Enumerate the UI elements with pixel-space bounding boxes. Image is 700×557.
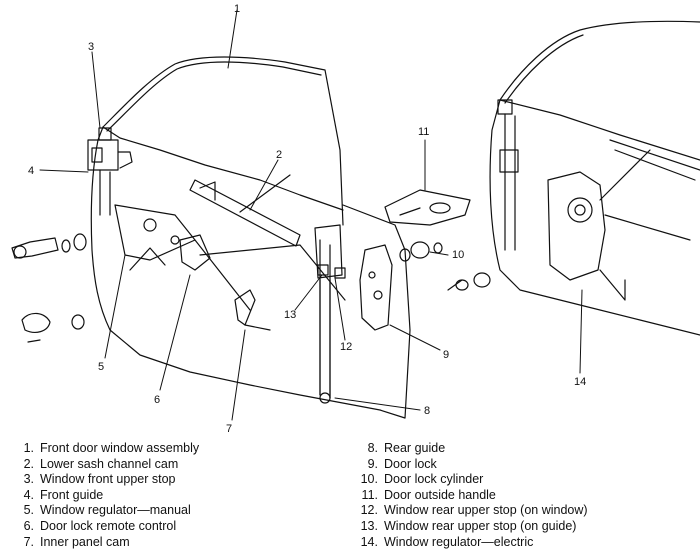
- legend-item: 8.Rear guide: [367, 441, 446, 455]
- window-rear-upper-stops: [317, 264, 346, 279]
- callout-5: 5: [98, 361, 104, 373]
- callout-14: 14: [574, 376, 586, 388]
- front-guide: [87, 139, 133, 216]
- rear-door-window-glass: [499, 20, 700, 161]
- callout-13: 13: [284, 309, 296, 321]
- callout-2: 2: [276, 149, 282, 161]
- callout-8: 8: [424, 405, 430, 417]
- window-crank-handle: [11, 233, 87, 259]
- rear-door-inner-panel: [489, 99, 700, 336]
- rear-guide: [314, 224, 343, 404]
- callout-7: 7: [226, 423, 232, 435]
- legend-item: 4.Front guide: [23, 487, 104, 502]
- door-lock-cylinder: [399, 241, 443, 262]
- callout-12: 12: [340, 341, 352, 353]
- window-regulator-electric: [547, 139, 700, 301]
- callout-numbers: 1 2 3 4 5 6 7 8 9 10 11 12 13 14: [28, 3, 586, 435]
- front-door-window-glass: [102, 56, 344, 226]
- legend-left-column: 1.Front door window assembly 2.Lower sas…: [14, 441, 344, 550]
- legend-right-column: 8.Rear guide 9.Door lock 10.Door lock cy…: [358, 441, 688, 550]
- callout-6: 6: [154, 394, 160, 406]
- legend-item: 9.Door lock: [367, 456, 437, 471]
- legend-item: 13.Window rear upper stop (on guide): [360, 518, 577, 533]
- callout-4: 4: [28, 165, 34, 177]
- legend-item: 3.Window front upper stop: [23, 472, 176, 487]
- front-door-inner-panel: [90, 126, 411, 419]
- callout-11: 11: [418, 126, 429, 138]
- legend-item: 1.Front door window assembly: [23, 441, 200, 455]
- window-regulator-manual: [114, 204, 251, 311]
- lower-sash-channel-cam: [189, 174, 301, 247]
- legend-item: 5.Window regulator—manual: [23, 503, 191, 518]
- legend-item: 10.Door lock cylinder: [360, 472, 484, 487]
- callout-10: 10: [452, 249, 464, 261]
- leader-lines: [39, 9, 583, 421]
- callout-1: 1: [234, 3, 240, 15]
- legend-item: 12.Window rear upper stop (on window): [360, 503, 588, 518]
- legend-item: 7.Inner panel cam: [23, 534, 130, 549]
- door-exploded-diagram: 1 2 3 4 5 6 7 8 9 10 11 12 13 14: [11, 3, 700, 435]
- legend-item: 11.Door outside handle: [361, 487, 496, 502]
- legend-item: 14.Window regulator—electric: [360, 534, 534, 549]
- rear-door-lock-parts: [447, 272, 491, 291]
- callout-9: 9: [443, 349, 449, 361]
- door-outside-handle: [384, 189, 471, 226]
- inside-door-handle: [21, 312, 85, 343]
- callout-3: 3: [88, 41, 94, 53]
- inner-panel-cam: [234, 289, 271, 331]
- door-lock: [359, 244, 393, 331]
- legend-item: 2.Lower sash channel cam: [23, 456, 179, 471]
- legend-item: 6.Door lock remote control: [23, 518, 177, 533]
- window-front-upper-stop: [98, 127, 112, 141]
